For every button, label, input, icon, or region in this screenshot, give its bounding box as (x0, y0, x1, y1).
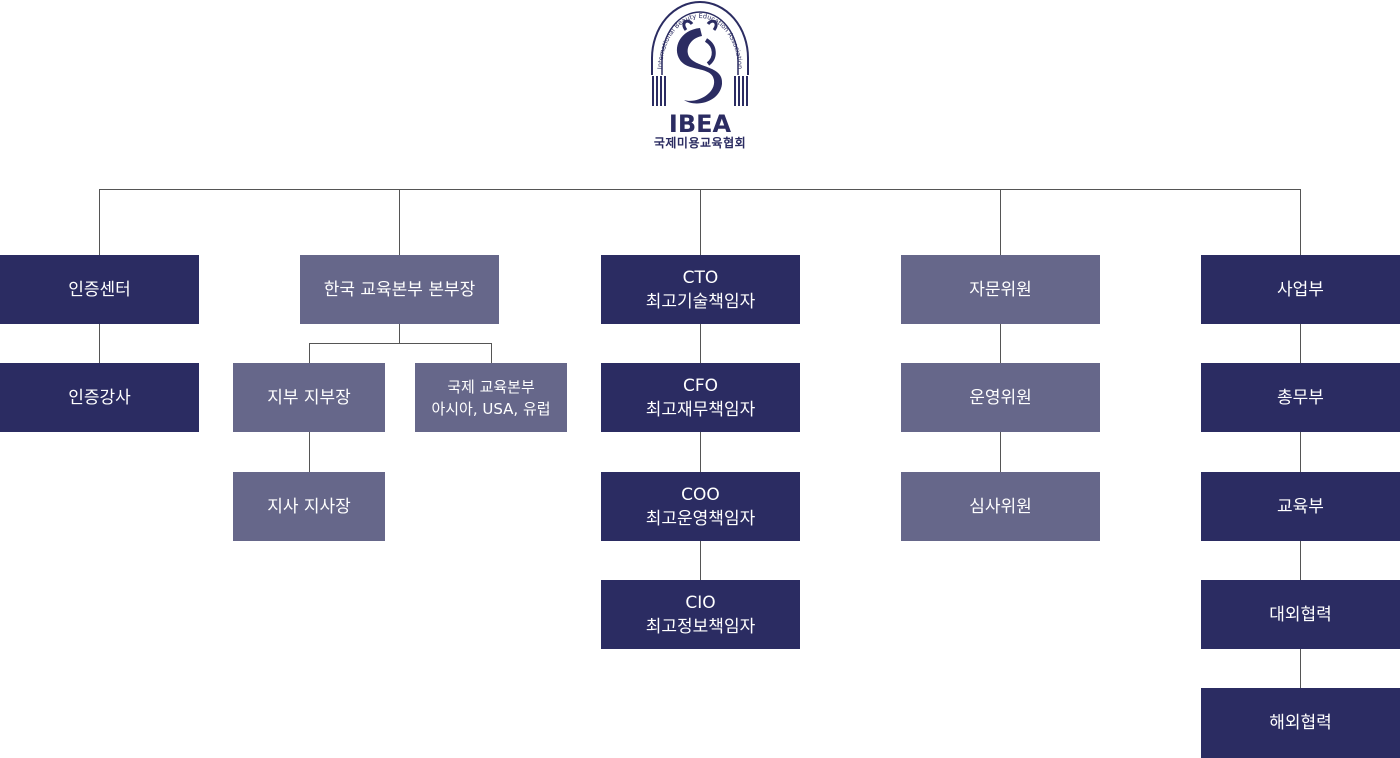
node-cfo: CFO 최고재무책임자 (601, 363, 800, 432)
node-branch-head: 지부 지부장 (233, 363, 385, 432)
col1-connector (99, 324, 100, 363)
node-certified-instructor: 인증강사 (0, 363, 199, 432)
node-coo: COO 최고운영책임자 (601, 472, 800, 541)
svg-text:International Beauty Education: International Beauty Education Associati… (656, 12, 744, 69)
col4-connector-1 (1000, 324, 1001, 363)
node-code: CFO (682, 375, 719, 396)
col1-drop (99, 189, 100, 255)
col3-connector-2 (700, 432, 701, 472)
node-certification-center: 인증센터 (0, 255, 199, 324)
node-label: 총무부 (1277, 387, 1324, 408)
col2-stem (399, 324, 400, 343)
node-code: CIO (685, 592, 716, 613)
node-label: 한국 교육본부 본부장 (323, 279, 476, 300)
col2-drop (399, 189, 400, 255)
col5-connector-2 (1300, 432, 1301, 472)
node-title: 최고정보책임자 (645, 616, 756, 637)
node-code: COO (681, 484, 720, 505)
node-international-hq: 국제 교육본부 아시아, USA, 유럽 (415, 363, 567, 432)
node-title: 최고운영책임자 (645, 508, 756, 529)
node-label-line1: 국제 교육본부 (447, 377, 535, 396)
node-external-cooperation: 대외협력 (1201, 580, 1400, 649)
node-korea-hq-director: 한국 교육본부 본부장 (300, 255, 499, 324)
node-judging-committee: 심사위원 (901, 472, 1100, 541)
col2-sub-connector (309, 432, 310, 472)
node-cto: CTO 최고기술책임자 (601, 255, 800, 324)
col5-connector-1 (1300, 324, 1301, 363)
node-title: 최고기술책임자 (645, 291, 756, 312)
col4-drop (1000, 189, 1001, 255)
node-label: 인증센터 (68, 279, 131, 300)
node-label: 지사 지사장 (267, 496, 351, 517)
node-label: 해외협력 (1269, 713, 1332, 733)
node-education-dept: 교육부 (1201, 472, 1400, 541)
ibea-logo: International Beauty Education Associati… (640, 0, 760, 160)
node-branch-office-head: 지사 지사장 (233, 472, 385, 541)
logo-pillars-left (652, 76, 666, 106)
node-label: 교육부 (1277, 496, 1324, 517)
node-advisory-committee: 자문위원 (901, 255, 1100, 324)
col5-connector-4 (1300, 649, 1301, 688)
node-label: 운영위원 (969, 387, 1032, 408)
node-label: 사업부 (1277, 279, 1324, 300)
col2-branch-horizontal (309, 343, 492, 344)
col3-drop (700, 189, 701, 255)
node-title: 최고재무책임자 (645, 399, 756, 420)
logo-pillars-right (734, 76, 748, 106)
logo-arc-text: International Beauty Education Associati… (656, 12, 744, 69)
logo-korean-name: 국제미용교육협회 (653, 136, 747, 150)
node-label-line2: 아시아, USA, 유럽 (431, 399, 551, 418)
col3-connector-3 (700, 541, 701, 580)
node-cio: CIO 최고정보책임자 (601, 580, 800, 649)
node-label: 심사위원 (969, 496, 1032, 517)
col2-branch-left (309, 343, 310, 363)
node-label: 지부 지부장 (267, 387, 351, 408)
col5-drop (1300, 189, 1301, 255)
col3-connector-1 (700, 324, 701, 363)
col2-branch-right (491, 343, 492, 363)
logo-abbr: IBEA (669, 110, 732, 138)
node-label: 자문위원 (969, 279, 1032, 300)
node-steering-committee: 운영위원 (901, 363, 1100, 432)
node-general-affairs: 총무부 (1201, 363, 1400, 432)
node-label: 대외협력 (1269, 604, 1332, 625)
logo-emblem-icon (676, 19, 723, 104)
col5-connector-3 (1300, 541, 1301, 580)
col4-connector-2 (1000, 432, 1001, 472)
node-overseas-cooperation: 해외협력 (1201, 688, 1400, 758)
node-code: CTO (682, 267, 719, 288)
node-label: 인증강사 (68, 387, 131, 408)
node-business-dept: 사업부 (1201, 255, 1400, 324)
